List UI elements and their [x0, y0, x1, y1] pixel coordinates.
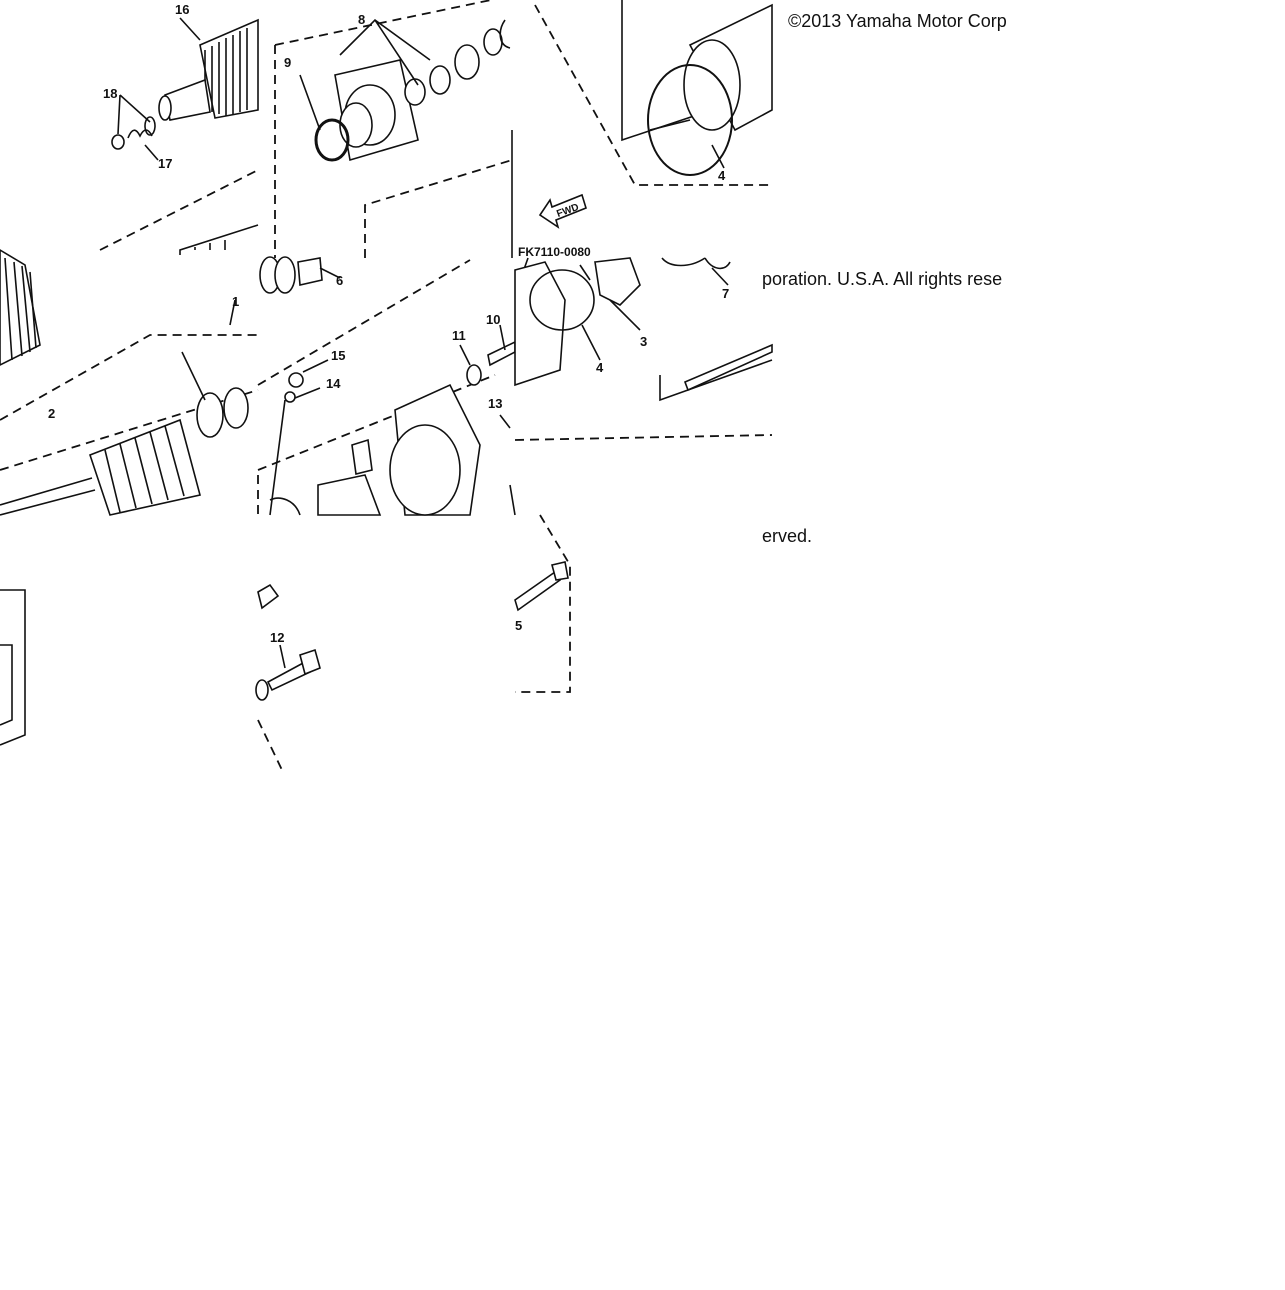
- clutch-gear-body: [199, 18, 259, 119]
- callout-12: 12: [270, 630, 284, 645]
- callout-4-top: 4: [718, 168, 726, 183]
- tile-rear-cover: 6 15 14 11 10 13: [257, 256, 516, 516]
- o-ring-cover-shape: [314, 118, 350, 162]
- callout-4-mid: 4: [596, 360, 604, 375]
- copyright-line-3: erved.: [762, 526, 812, 546]
- spring-coil: [127, 129, 153, 139]
- copyright-line-2: poration. U.S.A. All rights rese: [762, 269, 1002, 289]
- callout-2: 2: [48, 406, 55, 421]
- callout-9: 9: [284, 55, 291, 70]
- callout-8: 8: [358, 12, 365, 27]
- o-ring-yoke-shape-2: [529, 269, 595, 331]
- callout-3: 3: [640, 334, 647, 349]
- copyright-line-1: ©2013 Yamaha Motor Corp: [788, 11, 1007, 31]
- callout-11: 11: [452, 328, 466, 343]
- callout-15: 15: [331, 348, 345, 363]
- callout-5: 5: [515, 618, 522, 633]
- tile-bolts: 12 5: [255, 514, 571, 771]
- fwd-arrow-icon: FWD: [538, 193, 587, 229]
- callout-1: 1: [232, 294, 239, 309]
- callout-6: 6: [336, 273, 343, 288]
- callout-10: 10: [486, 312, 500, 327]
- callout-7: 7: [722, 286, 729, 301]
- callout-17: 17: [158, 156, 172, 171]
- callout-14: 14: [326, 376, 341, 391]
- tile-yoke: 4: [534, 0, 773, 186]
- o-ring-yoke-shape: [647, 64, 733, 176]
- clutch-shaft: [164, 78, 211, 121]
- brush-holder-shape: [594, 257, 641, 306]
- armature-core: [89, 418, 201, 516]
- tile-front-cover: 8 9: [274, 0, 513, 258]
- tile-armature: 2 1: [0, 249, 259, 746]
- ref-code: FK7110-0080: [518, 245, 591, 259]
- callout-16: 16: [175, 2, 189, 17]
- callout-13: 13: [488, 396, 502, 411]
- callout-18: 18: [103, 86, 117, 101]
- tile-starter-clutch: 16 18 17: [99, 2, 259, 255]
- tile-brush-holder: FK7110-0080 3 4 7: [514, 245, 773, 441]
